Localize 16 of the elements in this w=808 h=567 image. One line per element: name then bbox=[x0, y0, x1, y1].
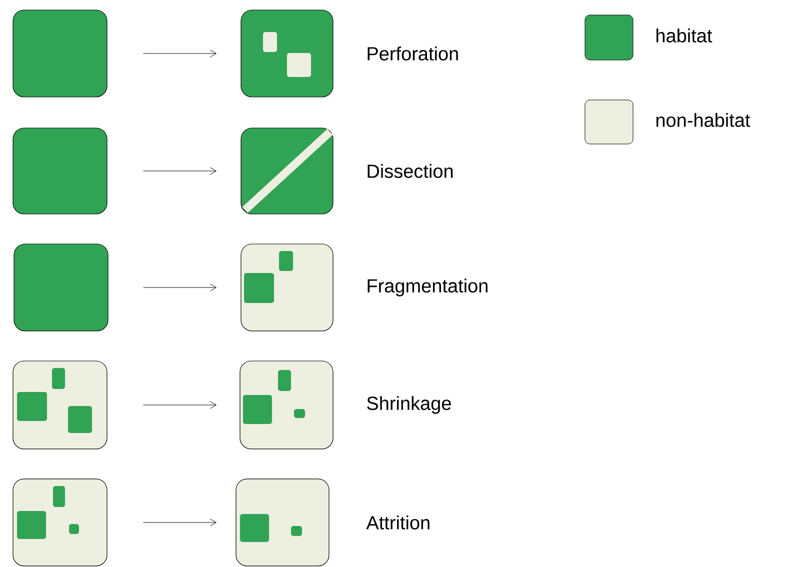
arrow bbox=[143, 284, 216, 292]
landscape-square bbox=[14, 244, 108, 332]
arrow bbox=[143, 50, 216, 58]
legend-label: non-habitat bbox=[656, 113, 750, 127]
process-label: Perforation bbox=[368, 46, 458, 60]
landscape-square bbox=[12, 128, 108, 214]
legend-label: habitat bbox=[656, 28, 712, 42]
process-label: Dissection bbox=[368, 164, 453, 178]
process-label: Shrinkage bbox=[367, 396, 451, 414]
process-label: Attrition bbox=[366, 516, 430, 530]
arrow bbox=[143, 401, 216, 409]
landscape-square bbox=[12, 10, 108, 98]
arrow bbox=[143, 167, 216, 175]
arrow bbox=[143, 518, 216, 526]
process-label: Fragmentation bbox=[368, 278, 488, 296]
landscape-square bbox=[240, 128, 334, 214]
